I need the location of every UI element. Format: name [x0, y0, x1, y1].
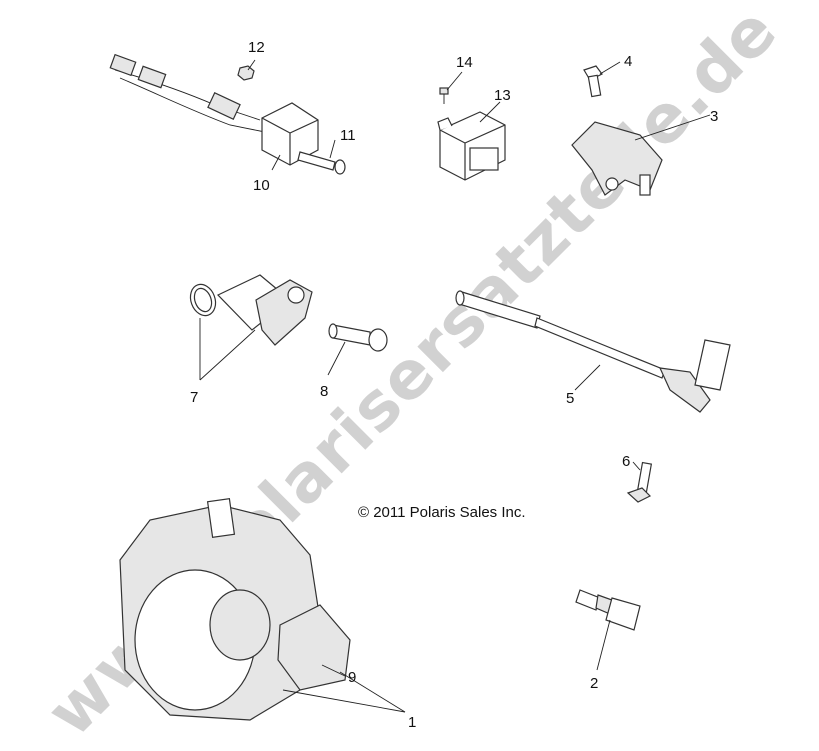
part-12-nut	[237, 65, 255, 81]
callout-14: 14	[456, 54, 473, 71]
copyright-notice: © 2011 Polaris Sales Inc.	[358, 504, 526, 521]
callout-11: 11	[340, 127, 356, 144]
part-14-screw	[439, 87, 449, 104]
part-8-sleeve	[328, 323, 388, 352]
part-7-cam-sensor	[189, 274, 313, 346]
callout-1: 1	[408, 714, 416, 731]
callout-3: 3	[710, 108, 718, 125]
part-13-relay	[437, 111, 506, 181]
callout-8: 8	[320, 383, 328, 400]
part-10-harness	[109, 53, 319, 166]
callout-9: 9	[348, 669, 356, 686]
callout-5: 5	[566, 390, 574, 407]
callout-4: 4	[624, 53, 632, 70]
callout-6: 6	[622, 453, 630, 470]
callout-7: 7	[190, 389, 198, 406]
callout-12: 12	[248, 39, 265, 56]
leader-lines	[199, 59, 711, 713]
part-4-bolt	[583, 65, 603, 98]
part-1-throttle-body	[119, 497, 351, 721]
callout-2: 2	[590, 675, 598, 692]
part-11-bolt	[297, 151, 346, 175]
callout-13: 13	[494, 87, 511, 104]
part-5-speed-sensor	[455, 290, 731, 413]
part-9-tps	[277, 604, 351, 691]
part-6-bolt	[626, 461, 653, 503]
part-2-temp-sensor	[575, 589, 641, 631]
callout-10: 10	[253, 177, 270, 194]
part-3-map-sensor	[571, 121, 663, 196]
